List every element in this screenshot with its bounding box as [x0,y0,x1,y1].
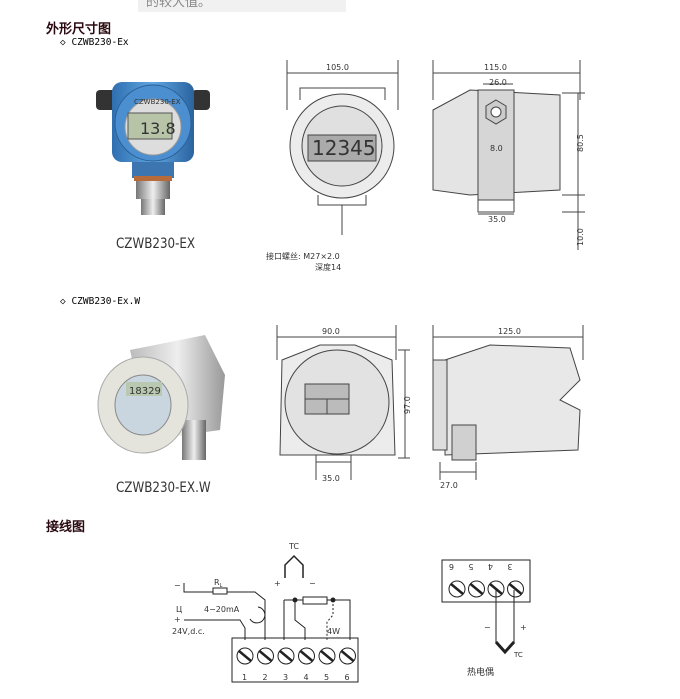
model2-photo-caption: CZWB230-EX.W [116,480,211,496]
dimensions-heading: 外形尺寸图 [46,22,112,37]
wiring1-supply-symbol: Ц [176,605,182,614]
model1-bottom-length: 10.0 [576,228,585,246]
screw-slot [450,583,464,595]
model1-front-view [286,60,399,235]
top-note: 的较大值。 [138,0,346,12]
terminal-screw [236,647,254,665]
model1-side-width: 115.0 [484,63,507,72]
model2-front-bottom: 35.0 [322,474,340,483]
terminal-screw [298,647,315,665]
terminal-number: 5 [468,562,473,571]
terminal-number: 1 [242,673,247,682]
model1-photo: CZWB230-EX 13.8 [96,82,210,215]
model2-side-width: 125.0 [498,327,521,336]
model1-side-view [432,60,585,250]
wiring-diagram-1 [183,554,359,683]
model1-hex-size: 26.0 [489,78,507,87]
model1-hole-size: 8.0 [490,144,503,153]
wiring1-supply: 24V,d.c. [172,627,205,636]
screw-slot [469,583,484,595]
terminal-screw [277,647,295,665]
terminal-screw [318,647,336,665]
terminal-number: 6 [345,673,350,682]
model1-depth-note: 深度14 [315,262,341,272]
terminal-number: 3 [507,562,512,571]
terminal-number: 5 [324,673,329,682]
model1-front-width: 105.0 [326,63,349,72]
wiring2-minus: − [484,623,491,632]
terminal-number: 6 [449,562,454,571]
wiring1-pos: + [174,615,181,624]
model1-display-value: 13.8 [140,119,176,138]
model2-front-height: 97.0 [403,396,412,414]
screw-slot [508,583,523,595]
model2-display-value: 18329 [129,386,161,397]
wiring-diagram-2 [441,559,531,655]
wiring2-caption: 热电偶 [467,666,494,678]
model1-thread-note: 接口螺丝: M27×2.0 [266,251,340,261]
terminal-number: 2 [263,673,268,682]
wiring2-plus: + [520,623,527,632]
model1-label: ◇ CZWB230-Ex [60,37,129,48]
wiring1-minus: − [309,579,316,588]
terminal-screw [339,647,356,665]
model1-photo-caption: CZWB230-EX [116,236,196,252]
screw-slot [279,650,293,662]
terminal-number: 4 [304,673,309,682]
wiring1-tc-label: TC [288,542,299,551]
model2-photo: 18329 [97,335,225,460]
screw-slot [299,650,314,662]
model1-base-width: 35.0 [488,215,506,224]
terminal-number: 3 [283,673,288,682]
terminal-screw [448,580,466,598]
wiring1-plus: + [274,579,281,588]
wiring1-current: 4−20mA [204,605,240,614]
model1-side-height: 80.5 [576,134,585,152]
terminal-number: 4 [488,562,493,571]
wiring1-4w: 4W [327,627,340,636]
model1-brand-text: CZWB230-EX [134,98,181,106]
wiring2-tc: TC [513,651,523,659]
terminal-screw [507,580,524,598]
screw-slot [238,650,252,662]
screw-slot [340,650,355,662]
model1-front-display: 12345 [312,136,376,160]
model2-label: ◇ CZWB230-Ex.W [60,296,141,307]
model2-side-view [432,325,584,480]
model2-front-width: 90.0 [322,327,340,336]
screw-slot [258,650,273,662]
wiring1-load-label: RL [214,578,223,589]
model2-front-view [276,325,410,480]
screw-slot [320,650,334,662]
screw-slot [489,583,503,595]
wiring-heading: 接线图 [46,520,86,535]
model2-side-base: 27.0 [440,481,458,490]
terminal-screw [468,580,485,598]
terminal-screw [257,647,274,665]
wiring1-neg: − [174,581,181,590]
